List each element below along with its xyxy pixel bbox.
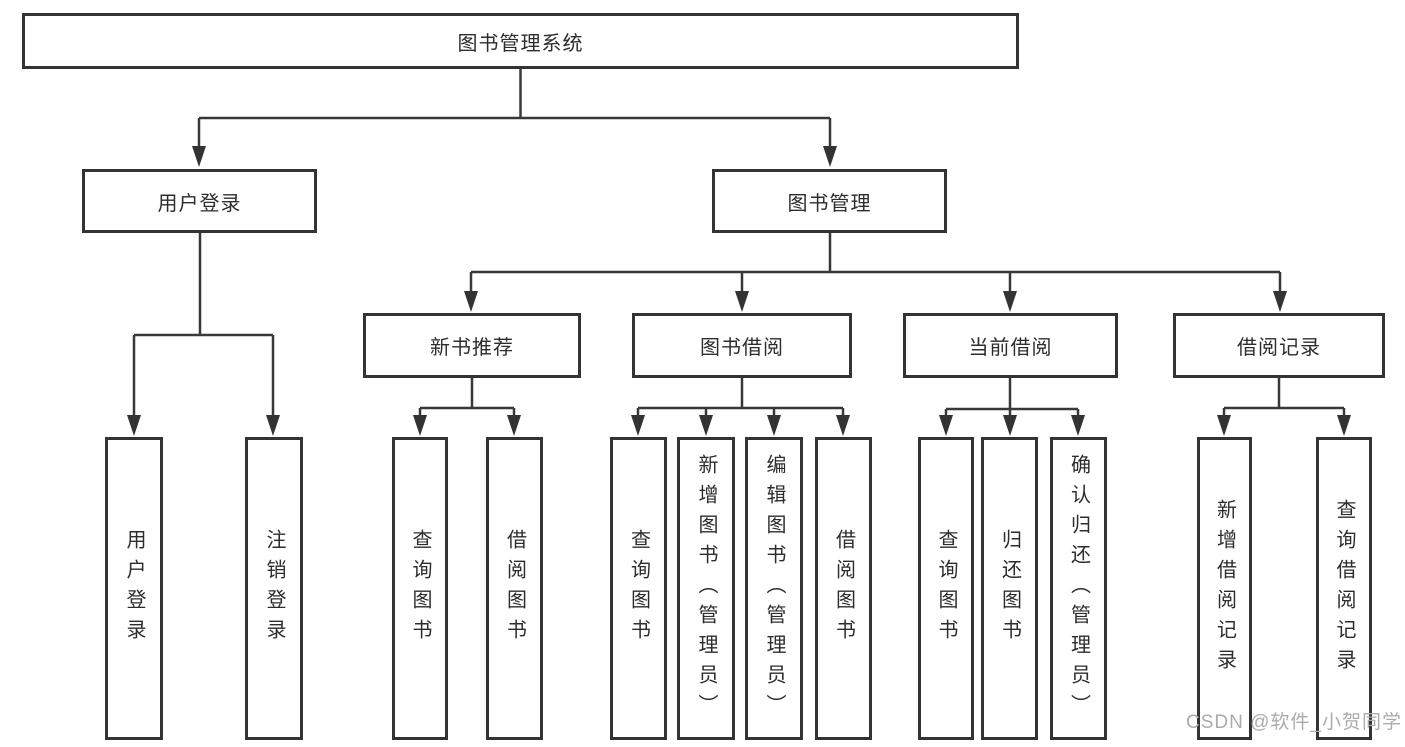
leaf-label: 用户登录 xyxy=(123,528,145,649)
node-book-management: 图书管理 xyxy=(712,169,947,233)
node-leaf-borrowing-query-books: 查询图书 xyxy=(610,437,667,740)
leaf-label: 归还图书 xyxy=(998,528,1021,649)
node-leaf-return-books: 归还图书 xyxy=(981,437,1038,740)
node-current-borrowing: 当前借阅 xyxy=(903,313,1118,378)
leaf-label: 确认归还（管理员） xyxy=(1067,453,1090,724)
leaf-label: 借阅图书 xyxy=(503,528,526,649)
node-root-system: 图书管理系统 xyxy=(22,13,1019,69)
leaf-label: 借阅图书 xyxy=(832,528,855,649)
leaf-label: 新增借阅记录 xyxy=(1213,498,1236,679)
leaf-label: 编辑图书（管理员） xyxy=(763,453,785,724)
node-borrowing-records: 借阅记录 xyxy=(1173,313,1385,378)
node-book-borrowing: 图书借阅 xyxy=(632,313,852,378)
node-leaf-recommend-borrow-books: 借阅图书 xyxy=(486,437,543,740)
node-leaf-confirm-return-admin: 确认归还（管理员） xyxy=(1050,437,1107,740)
leaf-label: 查询借阅记录 xyxy=(1333,498,1355,679)
node-leaf-add-books-admin: 新增图书（管理员） xyxy=(677,437,735,740)
node-leaf-logout: 注销登录 xyxy=(245,437,303,740)
leaf-label: 查询图书 xyxy=(409,528,431,649)
node-leaf-current-query-books: 查询图书 xyxy=(918,437,974,740)
node-leaf-borrow-books: 借阅图书 xyxy=(815,437,872,740)
node-leaf-user-login: 用户登录 xyxy=(105,437,163,740)
node-leaf-edit-books-admin: 编辑图书（管理员） xyxy=(745,437,803,740)
node-leaf-recommend-query-books: 查询图书 xyxy=(392,437,448,740)
leaf-label: 查询图书 xyxy=(627,528,650,649)
leaf-label: 查询图书 xyxy=(935,528,957,649)
leaf-label: 注销登录 xyxy=(263,528,285,649)
leaf-label: 新增图书（管理员） xyxy=(695,453,717,724)
csdn-watermark: CSDN @软件_小贺同学 xyxy=(1186,712,1402,733)
node-leaf-add-borrow-record: 新增借阅记录 xyxy=(1197,437,1252,740)
node-new-book-recommend: 新书推荐 xyxy=(363,313,581,378)
node-leaf-query-borrow-record: 查询借阅记录 xyxy=(1316,437,1372,740)
node-user-login: 用户登录 xyxy=(82,169,317,233)
